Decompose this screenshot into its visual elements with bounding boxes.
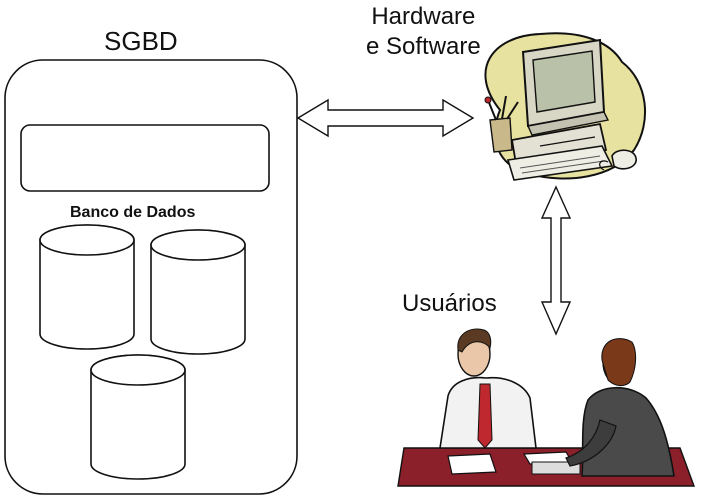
users-title: Usuários <box>402 290 497 317</box>
database-cylinder-icon <box>39 224 135 350</box>
people-at-desk-clipart-icon <box>397 328 696 487</box>
hardware-software-title: Hardware e Software <box>366 2 481 62</box>
hardware-title-line1: Hardware <box>371 3 476 30</box>
hardware-title-line2: e Software <box>366 33 481 60</box>
double-arrow-horizontal <box>296 98 475 138</box>
database-title: Banco de Dados <box>70 204 196 221</box>
database-cylinder-icon <box>150 229 246 355</box>
sgbd-title: SGBD <box>104 26 178 56</box>
computer-clipart-icon <box>484 32 646 181</box>
database-cylinder-icon <box>90 354 186 480</box>
sgbd-inner-box <box>20 124 270 192</box>
double-arrow-vertical <box>540 185 572 336</box>
